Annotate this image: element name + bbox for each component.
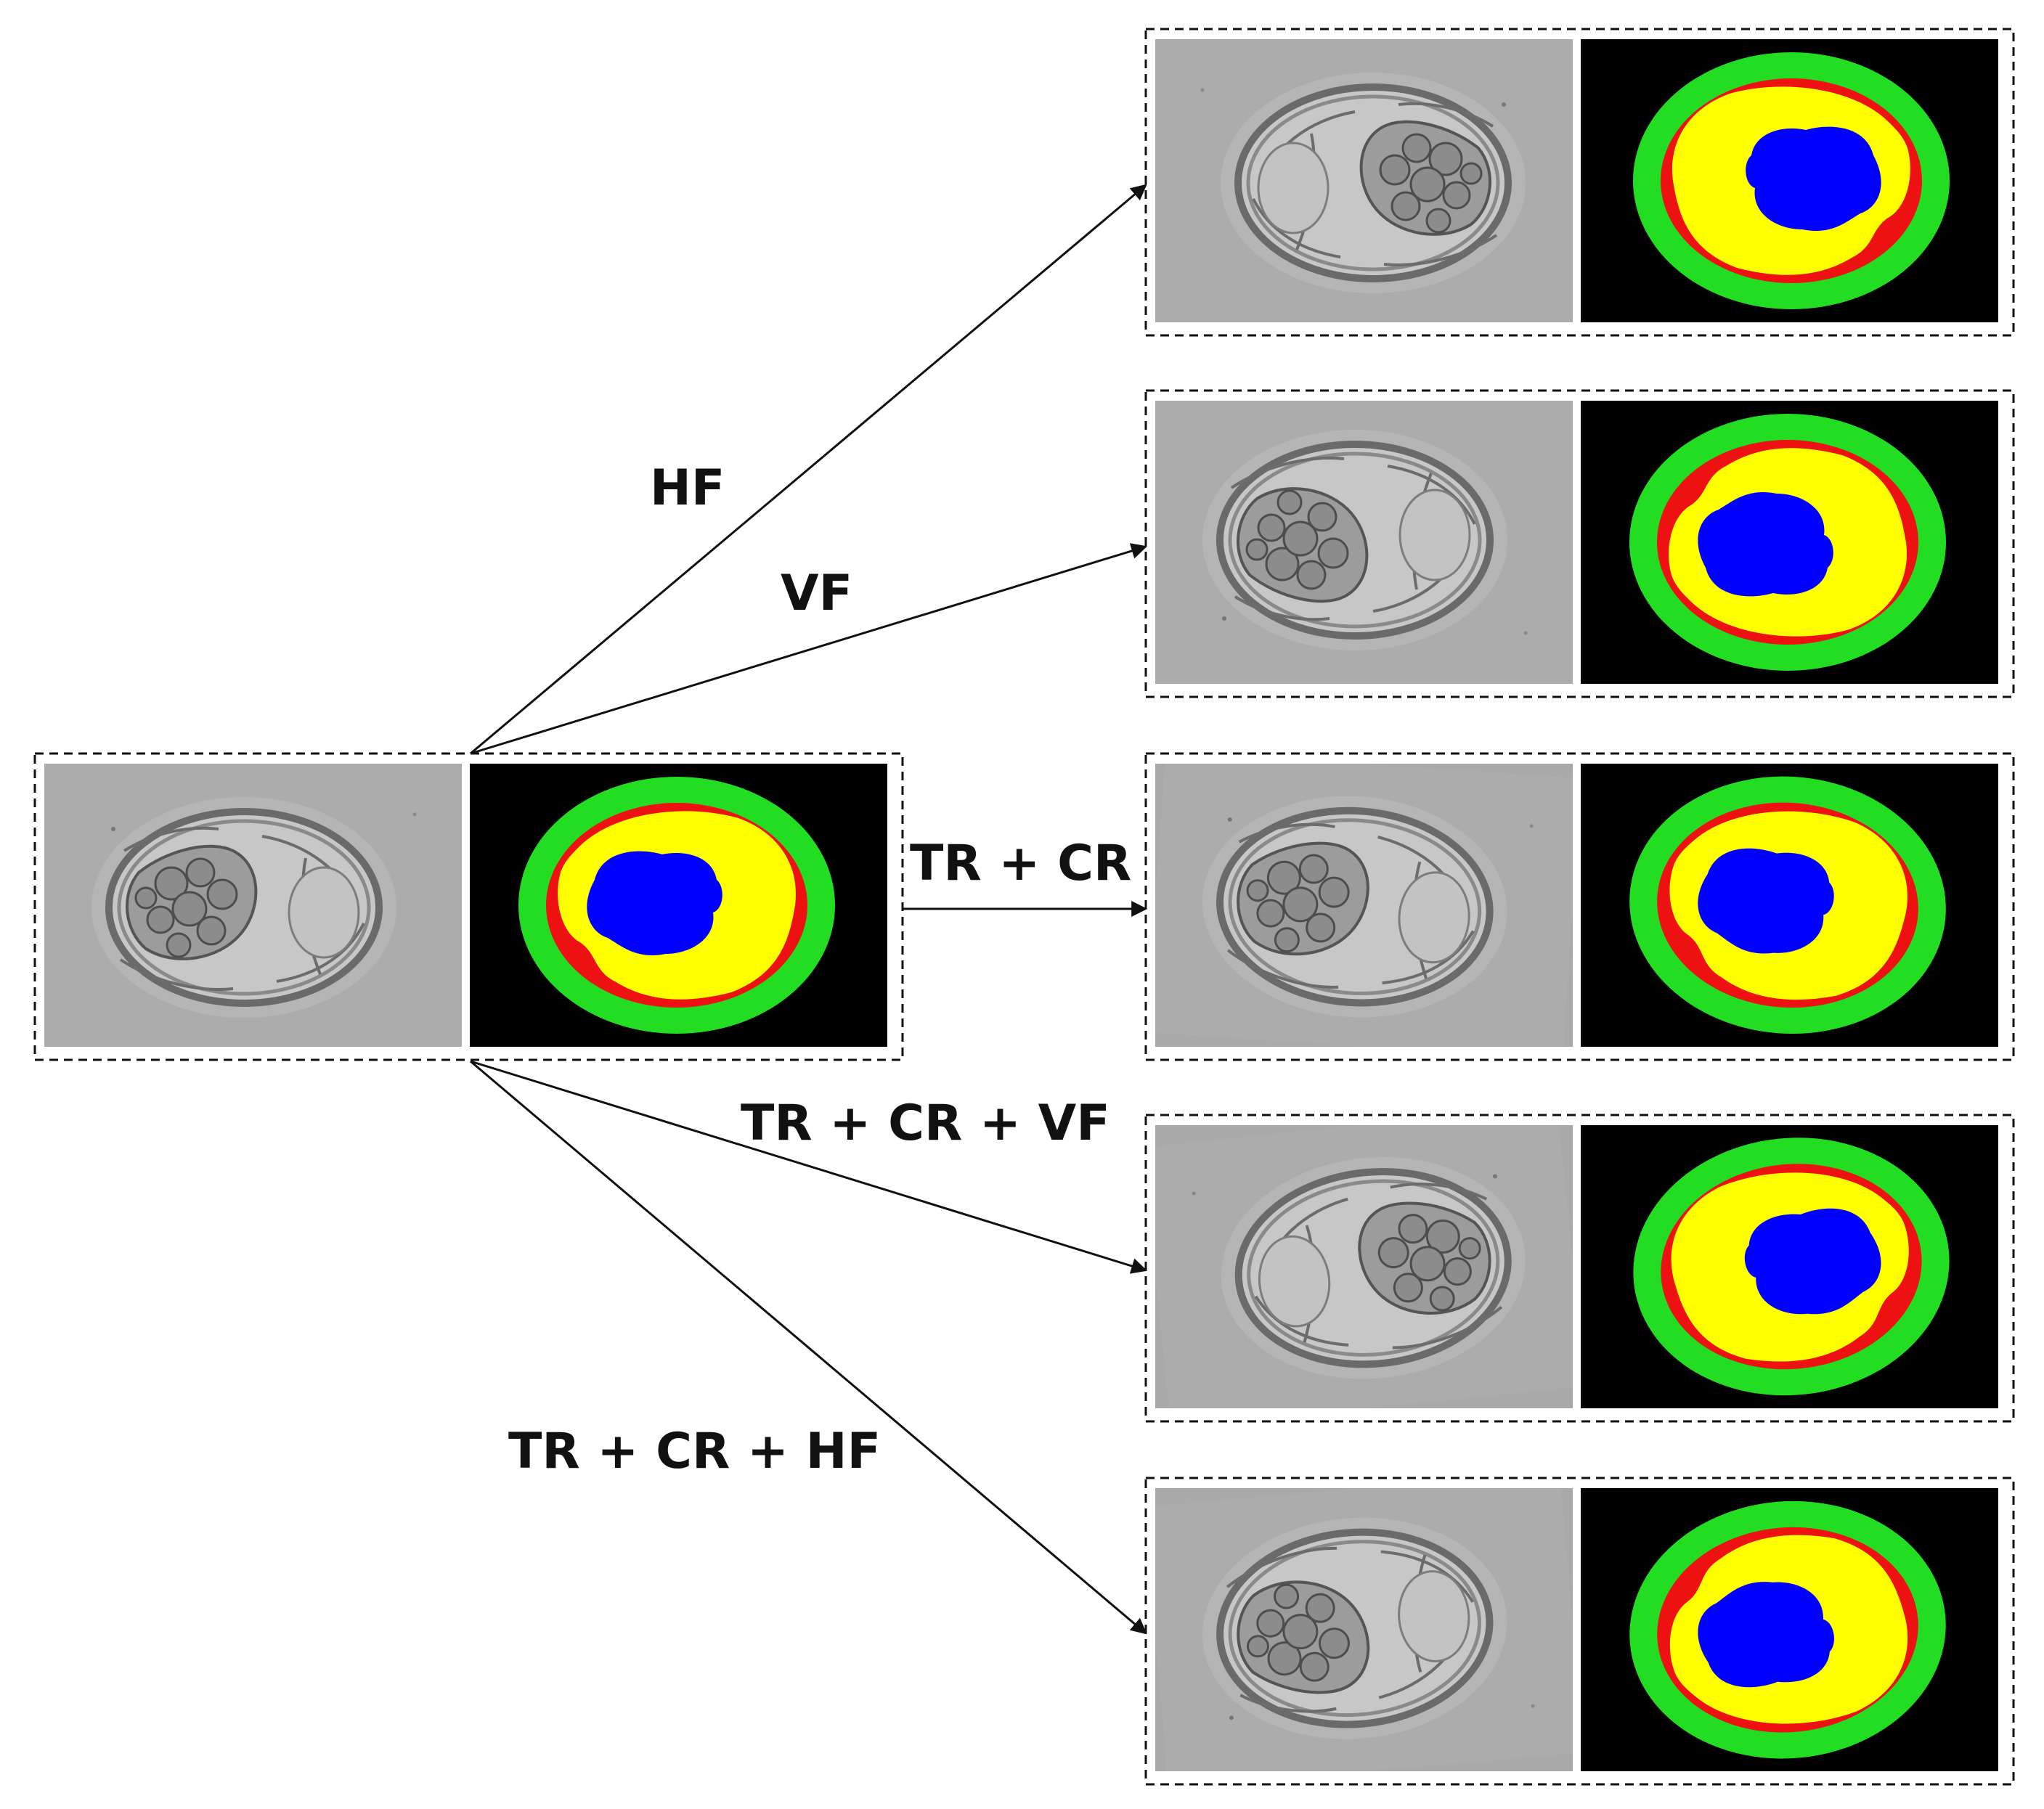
tr-cr-vf-pair-border <box>1144 1114 2015 1423</box>
tr-cr-vf-pair-raw-image <box>1155 1125 1573 1408</box>
hf-pair-border <box>1144 28 2015 337</box>
tr-cr-vf-pair <box>1144 1114 2015 1423</box>
source-pair-segmentation-mask <box>470 764 887 1047</box>
tr-cr-pair <box>1144 752 2015 1061</box>
source-pair <box>33 752 904 1061</box>
label-hf: HF <box>650 460 725 517</box>
source-pair-raw-image <box>44 764 462 1047</box>
vf-pair <box>1144 389 2015 698</box>
operation-labels: HF VF TR + CR TR + CR + VF TR + CR + HF <box>508 460 1131 1480</box>
tr-cr-vf-pair-segmentation-mask <box>1581 1125 1998 1408</box>
tr-cr-hf-pair-border <box>1144 1477 2015 1786</box>
label-vf: VF <box>781 565 852 622</box>
hf-pair-segmentation-mask <box>1581 39 1998 322</box>
vf-pair-raw-image <box>1155 401 1573 684</box>
arrow-vf <box>470 543 1148 755</box>
label-tr-cr-vf: TR + CR + VF <box>741 1095 1110 1152</box>
label-tr-cr-hf: TR + CR + HF <box>508 1423 881 1480</box>
tr-cr-hf-pair-raw-image <box>1155 1488 1573 1771</box>
hf-pair <box>1144 28 2015 337</box>
arrow-tr-cr-hf <box>470 1060 1147 1635</box>
panels <box>33 28 2015 1786</box>
tr-cr-hf-pair-segmentation-mask <box>1581 1488 1998 1771</box>
tr-cr-hf-pair <box>1144 1477 2015 1786</box>
hf-pair-raw-image <box>1155 39 1573 322</box>
vf-pair-border <box>1144 389 2015 698</box>
tr-cr-pair-segmentation-mask <box>1581 764 1998 1047</box>
arrow-tr-cr-vf <box>470 1060 1148 1274</box>
vf-pair-segmentation-mask <box>1581 401 1998 684</box>
label-tr-cr: TR + CR <box>910 835 1131 892</box>
tr-cr-pair-border <box>1144 752 2015 1061</box>
arrows <box>470 184 1148 1635</box>
tr-cr-pair-raw-image <box>1155 764 1573 1047</box>
arrow-hf <box>470 184 1147 755</box>
source-pair-border <box>33 752 904 1061</box>
